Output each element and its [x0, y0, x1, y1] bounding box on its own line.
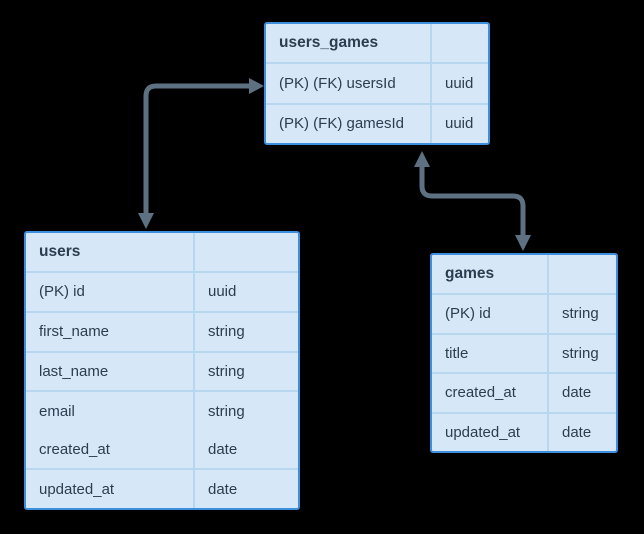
column-name: created_at: [39, 440, 110, 458]
column-name: email: [39, 402, 75, 420]
table-header-type-spacer: [430, 24, 488, 62]
table-row[interactable]: first_name string: [26, 312, 298, 353]
column-type: date: [193, 430, 298, 469]
column-type: uuid: [430, 104, 488, 143]
table-title: games: [445, 265, 495, 282]
column-type: uuid: [430, 64, 488, 103]
column-name: (PK) id: [445, 305, 491, 323]
table-row[interactable]: email string: [26, 392, 298, 431]
arrowhead-up-icon: [414, 151, 430, 167]
table-row[interactable]: title string: [432, 334, 616, 374]
table-title: users: [39, 243, 81, 260]
table-header: users: [26, 233, 298, 273]
table-games[interactable]: games (PK) id string title string create…: [430, 253, 618, 453]
column-name: (PK) (FK) gamesId: [279, 115, 405, 133]
relationship-connector-users-games-to-users[interactable]: [138, 78, 264, 229]
table-header: users_games: [266, 24, 488, 64]
column-name: updated_at: [445, 423, 521, 441]
table-row[interactable]: created_at date: [26, 430, 298, 471]
table-row[interactable]: updated_at date: [26, 470, 298, 508]
table-row[interactable]: created_at date: [432, 374, 616, 414]
column-type: string: [193, 392, 298, 431]
connector-line: [143, 83, 250, 213]
column-type: string: [547, 334, 616, 372]
table-users-games[interactable]: users_games (PK) (FK) usersId uuid (PK) …: [264, 22, 490, 145]
arrowhead-down-icon: [515, 235, 531, 251]
table-users[interactable]: users (PK) id uuid first_name string las…: [24, 231, 300, 510]
table-row[interactable]: (PK) (FK) gamesId uuid: [266, 104, 488, 143]
column-type: string: [193, 312, 298, 351]
arrowhead-right-icon: [249, 78, 264, 94]
table-row[interactable]: (PK) id uuid: [26, 273, 298, 313]
column-type: date: [547, 374, 616, 412]
table-row[interactable]: updated_at date: [432, 413, 616, 451]
column-name: created_at: [445, 384, 516, 402]
table-header: games: [432, 255, 616, 295]
column-name: (PK) id: [39, 283, 85, 301]
column-type: string: [193, 352, 298, 391]
table-row[interactable]: (PK) (FK) usersId uuid: [266, 64, 488, 105]
column-name: last_name: [39, 363, 109, 381]
arrowhead-down-icon: [138, 213, 154, 229]
column-name: updated_at: [39, 480, 115, 498]
connector-line: [419, 166, 526, 237]
column-type: date: [547, 413, 616, 451]
column-name: first_name: [39, 323, 110, 341]
column-name: title: [445, 344, 469, 362]
table-header-type-spacer: [547, 255, 616, 293]
table-row[interactable]: (PK) id string: [432, 295, 616, 335]
column-type: uuid: [193, 273, 298, 311]
table-row[interactable]: last_name string: [26, 352, 298, 393]
column-name: (PK) (FK) usersId: [279, 74, 396, 92]
column-type: date: [193, 470, 298, 508]
relationship-connector-users-games-to-games[interactable]: [414, 151, 531, 251]
table-header-type-spacer: [193, 233, 298, 271]
column-type: string: [547, 295, 616, 333]
table-title: users_games: [279, 34, 379, 51]
